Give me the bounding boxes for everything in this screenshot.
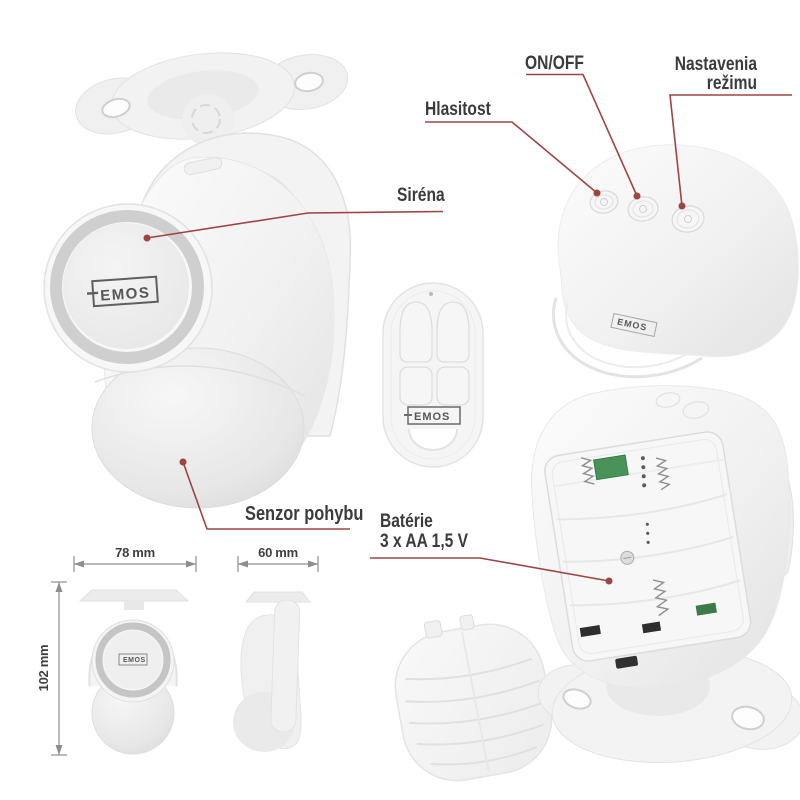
brand-logo-remote: EMOS: [404, 406, 461, 425]
mini-side-view: [233, 591, 312, 752]
svg-text:102 mm: 102 mm: [36, 645, 51, 692]
label-sirena: Siréna: [397, 185, 445, 206]
svg-text:EMOS: EMOS: [100, 284, 151, 304]
dimension-front-width: 78 mm: [73, 545, 197, 572]
bracket-screw-hole-right: [294, 71, 324, 93]
label-mode: Nastavenia režimu: [674, 54, 757, 94]
top-view-device: EMOS: [552, 144, 799, 379]
label-on-off: ON/OFF: [525, 53, 584, 74]
siren-face: [43, 203, 213, 373]
remote-buttons: [399, 301, 470, 406]
svg-text:EMOS: EMOS: [123, 657, 146, 664]
remote-button-bottom-left: [399, 366, 433, 406]
callout-lines: [143, 73, 792, 585]
dimension-height: 102 mm: [36, 581, 67, 756]
callout-dot-mode: [678, 202, 686, 210]
bracket-screw-hole-left: [101, 97, 131, 119]
callout-dot-sirena: [143, 234, 151, 242]
remote-button-top-right: [436, 301, 470, 363]
callout-line-mode: [669, 94, 792, 207]
battery-spring: [580, 457, 672, 617]
callout-dot-battery: [605, 577, 613, 585]
remote-keyring-hole: [408, 428, 458, 451]
label-hlasitost: Hlasitost: [425, 99, 491, 120]
pcb: [593, 454, 629, 481]
remote-control: EMOS: [382, 282, 484, 468]
dimension-side-depth: 60 mm: [237, 545, 319, 572]
body-top-slot: [183, 156, 223, 176]
callout-dot-on-off: [633, 192, 641, 200]
callout-line-on-off: [526, 73, 638, 197]
motion-sensor-dome: [91, 347, 305, 509]
callout-line-sirena: [146, 210, 444, 239]
svg-text:60 mm: 60 mm: [258, 545, 298, 560]
label-battery: Batérie 3 x AA 1,5 V: [380, 511, 469, 552]
back-view-device: [394, 385, 800, 782]
volume-button-icon: [600, 198, 608, 206]
brand-logo-siren: EMOS: [87, 275, 159, 308]
base-screw-hole-right: [731, 705, 765, 731]
power-button: [627, 196, 659, 222]
remote-led: [429, 292, 433, 296]
battery-compartment: [544, 431, 752, 669]
lens-cover: [394, 614, 553, 782]
callout-dot-hlasitost: [593, 189, 601, 197]
brand-logo-mini: EMOS: [118, 653, 148, 666]
mode-button-icon: [684, 215, 692, 223]
lens-tab: [459, 614, 475, 631]
svg-text:EMOS: EMOS: [414, 411, 450, 423]
power-button-icon: [639, 205, 647, 213]
mini-front-view: EMOS: [78, 589, 190, 755]
contact-pads: [640, 456, 650, 544]
callout-dot-motion: [179, 458, 187, 466]
base-screw-hole-left: [562, 688, 592, 710]
lens-tab: [423, 620, 443, 639]
compartment-screw: [620, 550, 635, 565]
mode-button: [671, 205, 705, 233]
callout-line-motion: [182, 461, 350, 530]
callout-line-hlasitost: [425, 121, 598, 194]
label-motion-sensor: Senzor pohybu: [245, 503, 364, 525]
remote-button-top-left: [399, 301, 433, 363]
main-device: EMOS: [43, 52, 352, 509]
callout-line-battery: [370, 557, 610, 582]
bracket-pivot-hub: [182, 94, 234, 146]
mounting-bracket: [75, 52, 349, 146]
svg-text:78 mm: 78 mm: [115, 545, 155, 560]
remote-button-bottom-right: [436, 366, 470, 406]
